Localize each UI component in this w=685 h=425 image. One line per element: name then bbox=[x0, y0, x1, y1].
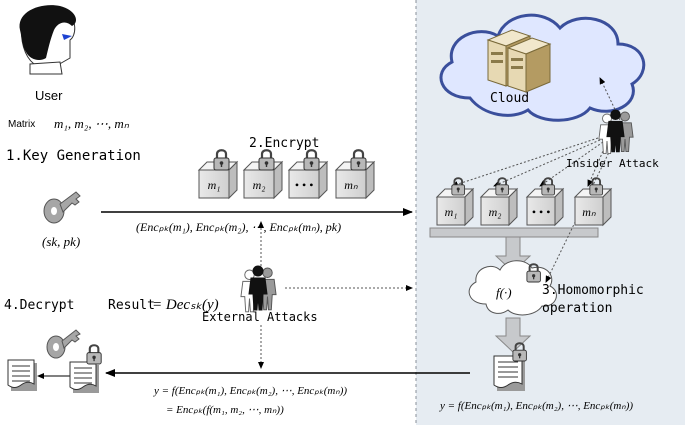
step-key-generation: 1.Key Generation bbox=[6, 148, 141, 164]
key-pair: (sk, pk) bbox=[42, 234, 81, 249]
decrypt-key-icon bbox=[46, 329, 81, 359]
conveyor-bar bbox=[429, 227, 599, 238]
padlock-right-4-icon bbox=[589, 177, 604, 196]
padlock-left-2-icon bbox=[258, 149, 275, 171]
padlock-left-3-icon bbox=[303, 149, 320, 171]
key-icon bbox=[43, 191, 81, 224]
function-label: f(·) bbox=[496, 285, 512, 300]
step-decrypt: 4.Decrypt bbox=[4, 298, 75, 313]
encrypted-box-right-label-2: m₂ bbox=[489, 205, 502, 219]
external-attacker-dark bbox=[248, 265, 268, 311]
encrypted-box-left-label-1: m₁ bbox=[208, 178, 221, 192]
user-label: User bbox=[35, 88, 63, 103]
result-label: Result bbox=[108, 298, 155, 313]
step-encrypt: 2.Encrypt bbox=[249, 136, 320, 151]
encrypted-box-right-4: mₙ bbox=[573, 187, 613, 227]
encrypted-box-left-label-2: m₂ bbox=[253, 178, 266, 192]
insider-line-2 bbox=[493, 139, 601, 187]
insider-line-f bbox=[545, 145, 613, 283]
encrypted-box-left-label-3: • • • bbox=[295, 178, 314, 192]
padlock-result-doc-icon bbox=[86, 344, 102, 365]
padlock-cloud-doc-icon bbox=[512, 342, 527, 362]
matrix-expression: m₁, m₂, ⋯, mₙ bbox=[54, 116, 129, 131]
matrix-label: Matrix bbox=[8, 119, 36, 130]
encrypted-box-right-label-4: mₙ bbox=[582, 205, 596, 219]
encrypted-box-left-label-4: mₙ bbox=[344, 178, 358, 192]
padlock-right-2-icon bbox=[495, 177, 510, 196]
encrypted-box-left-2: m₂ bbox=[242, 160, 284, 200]
cloud-equation: y = f(Encₚₖ(m₁), Encₚₖ(m₂), ⋯, Encₚₖ(mₙ)… bbox=[440, 400, 634, 412]
padlock-left-1-icon bbox=[213, 149, 230, 171]
step-homomorphic: 3.Homomorphic operation bbox=[542, 283, 644, 316]
padlock-left-4-icon bbox=[350, 149, 367, 171]
encrypted-box-left-1: m₁ bbox=[197, 160, 239, 200]
output-equation-line1: y = f(Encₚₖ(m₁), Encₚₖ(m₂), ⋯, Encₚₖ(mₙ)… bbox=[154, 385, 348, 397]
padlock-right-3-icon bbox=[541, 177, 556, 196]
result-expression: = Decₛₖ(y) bbox=[152, 297, 219, 313]
insider-attacker-dark bbox=[606, 109, 625, 153]
cloud-label: Cloud bbox=[490, 91, 530, 106]
external-attacks-label: External Attacks bbox=[202, 310, 318, 324]
padlock-right-1-icon bbox=[451, 177, 466, 196]
output-equation-line2: = Encₚₖ(f(m₁, m₂, ⋯, mₙ)) bbox=[166, 404, 284, 416]
padlock-function-icon bbox=[526, 263, 541, 283]
insider-line-1 bbox=[451, 137, 599, 187]
user-avatar-icon bbox=[19, 5, 76, 75]
encrypted-box-right-label-3: • • • bbox=[532, 205, 551, 219]
ciphertext-tuple: (Encₚₖ(m₁), Encₚₖ(m₂), ⋯, Encₚₖ(mₙ), pk) bbox=[136, 220, 342, 234]
plaintext-document bbox=[7, 359, 37, 391]
encrypted-result-document bbox=[69, 361, 99, 393]
cloud-result-document bbox=[493, 355, 525, 391]
server-icon bbox=[486, 29, 552, 93]
insider-attack-label: Insider Attack bbox=[566, 157, 659, 170]
encrypted-box-right-label-1: m₁ bbox=[445, 205, 458, 219]
